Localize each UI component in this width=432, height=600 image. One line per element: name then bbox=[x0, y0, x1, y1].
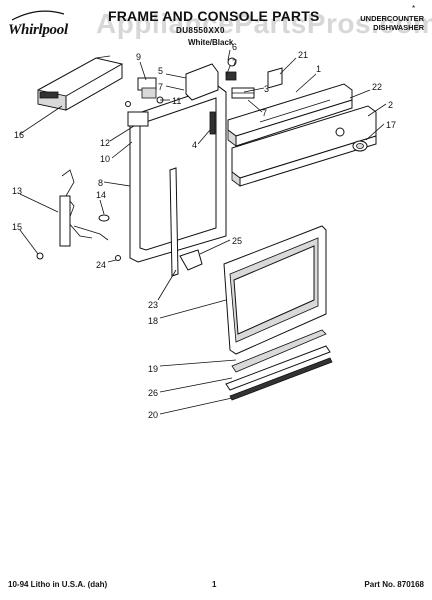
callout-23: 23 bbox=[148, 300, 158, 310]
part-25-clip bbox=[179, 249, 203, 271]
callout-25: 25 bbox=[232, 236, 242, 246]
part-9-10-11-12-hardware bbox=[125, 77, 164, 127]
callout-19: 19 bbox=[148, 364, 158, 374]
part-26-bottom-trim bbox=[225, 345, 331, 391]
brand-name: Whirlpool bbox=[8, 22, 68, 38]
part-13-14-15-wiring bbox=[36, 169, 110, 260]
callout-10: 10 bbox=[100, 154, 110, 164]
footer-page-number: 1 bbox=[212, 580, 217, 589]
callout-20: 20 bbox=[148, 410, 158, 420]
callout-11: 11 bbox=[172, 96, 181, 106]
part-3-5-6-7-controls bbox=[185, 57, 255, 101]
callout-6: 6 bbox=[232, 42, 237, 52]
callout-7b: 7 bbox=[232, 58, 237, 68]
callout-24: 24 bbox=[96, 260, 106, 270]
part-21-bracket bbox=[267, 67, 283, 89]
callout-17: 17 bbox=[386, 120, 396, 130]
part-24-screw bbox=[115, 255, 121, 261]
category-line-2: DISHWASHER bbox=[373, 23, 424, 32]
callout-22: 22 bbox=[372, 82, 382, 92]
part-20-lower-strip bbox=[229, 357, 333, 401]
callout-8: 8 bbox=[98, 178, 103, 188]
footer-part-number: Part No. 870168 bbox=[364, 580, 424, 589]
callout-9: 9 bbox=[136, 52, 141, 62]
brand-logo bbox=[10, 8, 66, 22]
part-16-vent-assembly bbox=[37, 55, 123, 111]
part-17-knob bbox=[352, 140, 368, 152]
color-variant: White/Black bbox=[188, 38, 234, 47]
part-23-side-trim bbox=[169, 167, 179, 277]
part-4-latch bbox=[209, 111, 216, 135]
callout-7a: 7 bbox=[158, 82, 163, 92]
callout-16: 16 bbox=[14, 130, 24, 140]
callout-7c: 7 bbox=[262, 108, 267, 118]
model-number: DU8550XX0 bbox=[176, 26, 225, 35]
callout-14: 14 bbox=[96, 190, 106, 200]
callout-4: 4 bbox=[192, 140, 197, 150]
part-18-door-panel bbox=[223, 225, 327, 355]
category-line-1: UNDERCOUNTER bbox=[360, 14, 424, 23]
part-19-kick-trim bbox=[231, 329, 327, 373]
footer-litho: 10-94 Litho in U.S.A. (dah) bbox=[8, 580, 108, 589]
part-1-console bbox=[227, 83, 353, 147]
part-2-22-front-panel bbox=[231, 105, 377, 187]
callout-13: 13 bbox=[12, 186, 22, 196]
callout-21: 21 bbox=[298, 50, 308, 60]
leader-lines bbox=[19, 49, 387, 415]
callout-5: 5 bbox=[158, 66, 163, 76]
callout-1: 1 bbox=[316, 64, 321, 74]
watermark: AppliancePartsPros.com bbox=[96, 8, 432, 39]
callout-15: 15 bbox=[12, 222, 22, 232]
callout-26: 26 bbox=[148, 388, 158, 398]
page-title: FRAME AND CONSOLE PARTS bbox=[108, 8, 320, 24]
callout-18: 18 bbox=[148, 316, 158, 326]
callout-2: 2 bbox=[388, 100, 393, 110]
corner-mark: * bbox=[412, 4, 416, 13]
callout-3: 3 bbox=[264, 84, 269, 94]
callout-12: 12 bbox=[100, 138, 110, 148]
